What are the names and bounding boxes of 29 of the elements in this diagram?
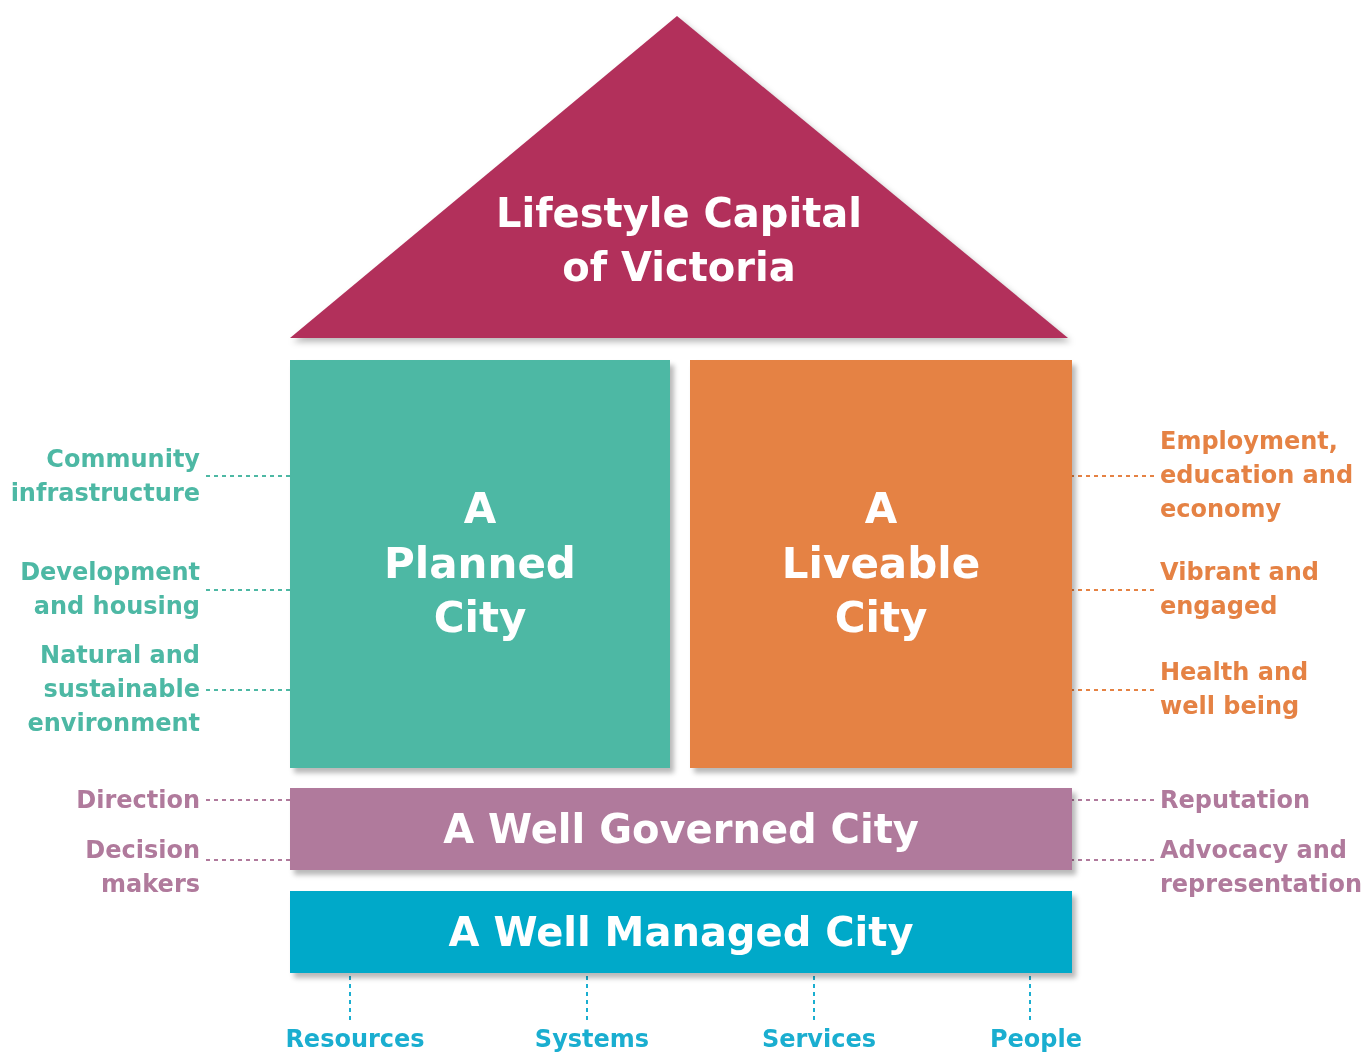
leader-line [205, 589, 291, 591]
roof-label: Lifestyle Capital of Victoria [495, 189, 863, 292]
leader-label: Reputation [1160, 783, 1360, 817]
leader-label: Decision makers [4, 833, 200, 901]
leader-line [1071, 689, 1155, 691]
leader-label: Vibrant and engaged [1160, 555, 1360, 623]
leader-label: Natural and sustainable environment [4, 638, 200, 740]
house-block: A Planned City [290, 360, 670, 768]
leader-line [1071, 799, 1155, 801]
leader-line [205, 475, 291, 477]
leader-label: Employment, education and economy [1160, 424, 1360, 526]
leader-label: Community infrastructure [4, 442, 200, 510]
leader-line [1071, 589, 1155, 591]
leader-line [205, 799, 291, 801]
leader-label: Advocacy and representation [1160, 833, 1360, 901]
leader-label: Services [719, 1022, 919, 1054]
leader-line [205, 859, 291, 861]
leader-label: Health and well being [1160, 655, 1360, 723]
leader-label: Direction [4, 783, 200, 817]
leader-label: People [936, 1022, 1136, 1054]
leader-line [205, 689, 291, 691]
leader-label: Development and housing [4, 555, 200, 623]
leader-label: Resources [255, 1022, 455, 1054]
leader-label: Systems [492, 1022, 692, 1054]
leader-line [1071, 475, 1155, 477]
house-block: A Well Managed City [290, 891, 1072, 973]
house-block: A Well Governed City [290, 788, 1072, 870]
house-block: A Liveable City [690, 360, 1072, 768]
leader-line [1071, 859, 1155, 861]
